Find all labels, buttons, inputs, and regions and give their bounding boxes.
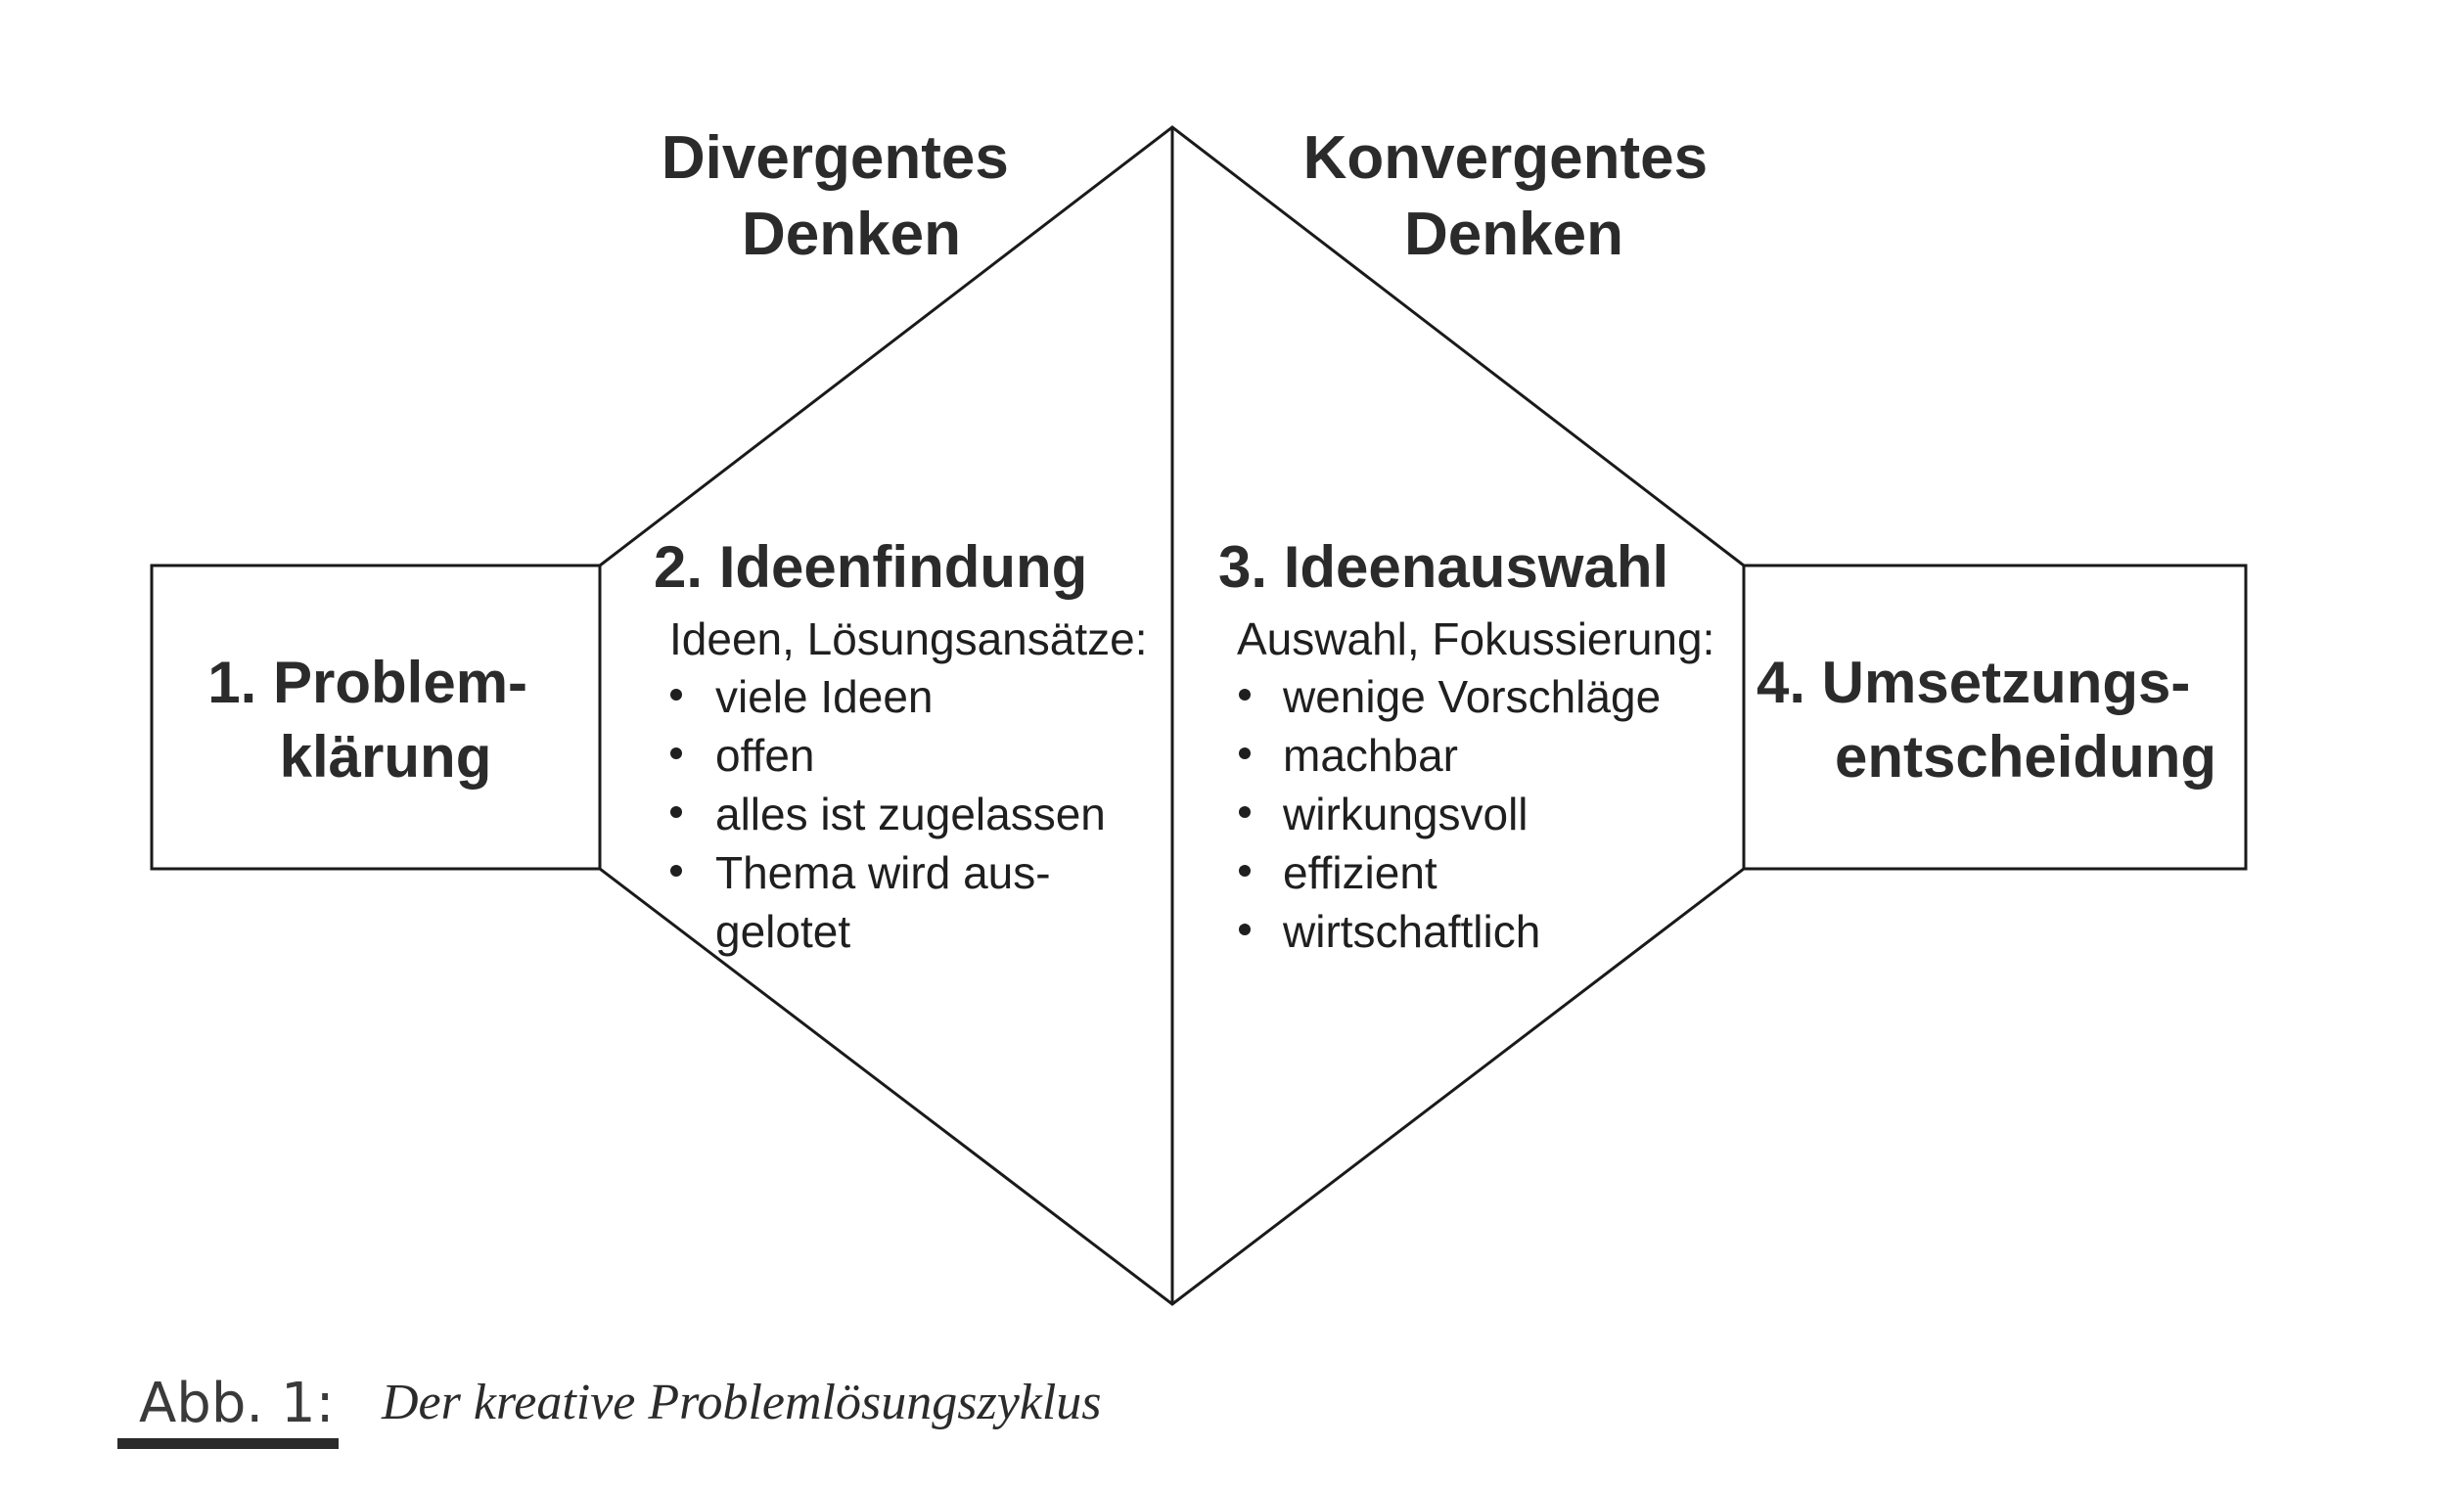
selection-bullet: wirtschaftlich [1282, 906, 1540, 957]
decision-box [1742, 564, 2248, 871]
ideation-bullet-dot [670, 747, 682, 759]
ideation-bullet: offen [715, 730, 814, 781]
selection-bullet-dot [1239, 747, 1251, 759]
decision-title-line-2: entscheidung [1835, 724, 2216, 790]
selection-title: 3. Ideenauswahl [1218, 534, 1668, 600]
ideation-bullet: alles ist zugelassen [715, 789, 1106, 839]
divergent-heading-line-1: Divergentes [662, 124, 1009, 192]
selection-bullet-dot [1239, 924, 1251, 935]
ideation-bullet-continuation: gelotet [715, 906, 850, 957]
decision-title-line-1: 4. Umsetzungs- [1757, 650, 2190, 715]
problem-title-line-1: 1. Problem- [207, 650, 527, 715]
caption-underline [117, 1438, 339, 1449]
ideation-bullet-dot [670, 806, 682, 818]
ideation-bullet-dot [670, 689, 682, 701]
decision-title: 4. Umsetzungs- entscheidung [1757, 650, 2216, 790]
selection-bullet: wenige Vorschläge [1282, 671, 1661, 722]
ideation-bullet-dot [670, 865, 682, 877]
ideation-subtitle: Ideen, Lösungsansätze: [669, 613, 1147, 664]
selection-bullet-dot [1239, 865, 1251, 877]
ideation-bullet: Thema wird aus- [715, 847, 1051, 898]
caption-text: Der kreative Problemlösungszyklus [381, 1375, 1102, 1430]
divergent-heading-line-2: Denken [742, 201, 961, 268]
selection-bullet-dot [1239, 689, 1251, 701]
problem-title: 1. Problem- klärung [207, 650, 543, 790]
selection-bullet-dot [1239, 806, 1251, 818]
convergent-heading-line-1: Konvergentes [1303, 124, 1708, 192]
problem-title-line-2: klärung [280, 724, 492, 790]
ideation-bullet: viele Ideen [715, 671, 934, 722]
problem-box [150, 564, 602, 871]
caption-label: Abb. 1: [139, 1372, 335, 1435]
selection-bullet: effizient [1283, 847, 1437, 898]
convergent-heading-line-2: Denken [1404, 201, 1623, 268]
selection-subtitle: Auswahl, Fokussierung: [1237, 613, 1714, 664]
ideation-title: 2. Ideenfindung [654, 534, 1087, 600]
divergent-heading: Divergentes Denken [662, 124, 1026, 268]
convergent-heading: Konvergentes Denken [1303, 124, 1725, 268]
selection-bullet: machbar [1283, 730, 1458, 781]
selection-bullet: wirkungsvoll [1282, 789, 1529, 839]
